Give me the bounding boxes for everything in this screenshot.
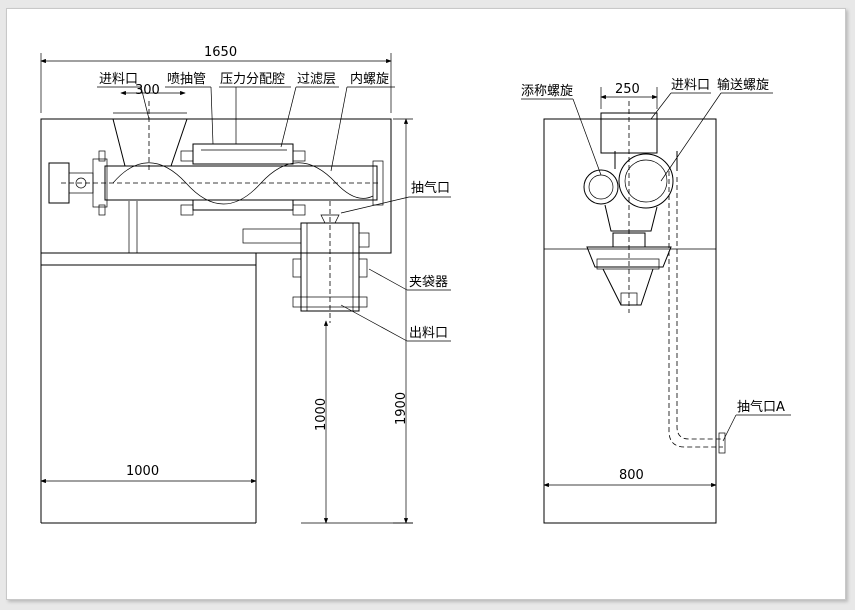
label-pressure-chamber: 压力分配腔 <box>220 72 285 87</box>
pressure-chamber <box>180 143 306 216</box>
screw-conveyor <box>48 150 384 216</box>
label-side-inlet: 进料口 <box>671 78 710 93</box>
label-filter-layer: 过滤层 <box>297 72 336 87</box>
label-outlet: 出料口 <box>409 326 448 341</box>
drawing-frame: 1650 300 1000 1000 1900 进料口 喷抽管 压力分配腔 过滤… <box>6 8 846 600</box>
dim-overall-width: 1650 <box>204 45 237 60</box>
side-leaders <box>521 92 791 442</box>
side-inlet <box>600 101 658 313</box>
upper-frame <box>40 118 392 254</box>
dim-table-width: 1000 <box>126 464 159 479</box>
side-screws <box>583 151 678 232</box>
inlet-hopper <box>112 101 188 171</box>
front-view: 1650 300 1000 1000 1900 进料口 喷抽管 压力分配腔 过滤… <box>40 45 451 524</box>
label-inner-screw: 内螺旋 <box>350 71 389 87</box>
side-frame <box>543 118 717 524</box>
dim-side-inlet-width: 250 <box>615 82 640 97</box>
side-bag-clamp <box>586 232 672 306</box>
front-dimensions <box>40 53 413 524</box>
label-suction-port-a: 抽气口A <box>737 399 785 415</box>
label-injection-tube: 喷抽管 <box>167 72 206 87</box>
dim-inlet-width: 300 <box>135 83 160 98</box>
dim-side-base-width: 800 <box>619 468 644 483</box>
suction-pipe <box>668 171 726 454</box>
outlet-assembly <box>242 201 370 323</box>
front-leaders <box>97 86 451 342</box>
label-conveying-screw: 输送螺旋 <box>717 77 769 93</box>
side-view: 250 800 添称螺旋 进料口 输送螺旋 抽气口A <box>521 77 791 524</box>
label-suction-port: 抽气口 <box>411 180 450 196</box>
label-bag-clamp: 夹袋器 <box>409 275 448 290</box>
side-dimensions <box>543 87 717 488</box>
dim-outlet-height: 1000 <box>314 398 329 431</box>
dim-overall-height: 1900 <box>394 392 409 425</box>
engineering-drawing: 1650 300 1000 1000 1900 进料口 喷抽管 压力分配腔 过滤… <box>40 45 791 524</box>
label-inlet: 进料口 <box>99 72 138 87</box>
label-feeding-screw: 添称螺旋 <box>521 84 573 99</box>
